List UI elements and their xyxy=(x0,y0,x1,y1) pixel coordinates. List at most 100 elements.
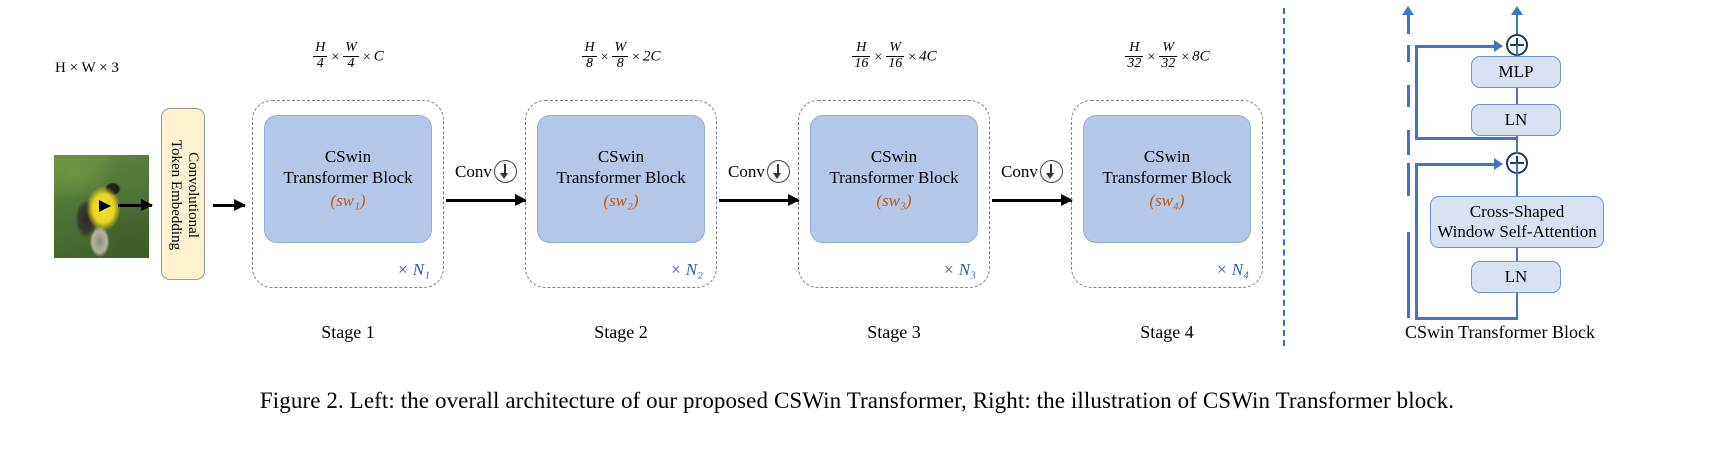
right-panel-title: CSwin Transformer Block xyxy=(1404,322,1595,342)
stage-4-sw-label: (sw₄) xyxy=(1149,191,1185,210)
stage-1-dim-h-den: 4 xyxy=(313,55,328,72)
stage-4-block-line2: Transformer Block xyxy=(1102,168,1232,187)
skip-bottom-horizontal-to-add xyxy=(1415,163,1497,166)
attention-line2: Window Self-Attention xyxy=(1437,222,1597,241)
stage-2-dim-w-num: W xyxy=(614,40,627,55)
stage-2-dim-h-num: H xyxy=(584,40,595,55)
conv-label-1: Conv xyxy=(455,161,492,181)
stage-4-dim-h-den: 32 xyxy=(1125,55,1144,71)
skip-top-arrow-icon xyxy=(1494,40,1503,52)
spine-center-ln-bottom-attention xyxy=(1515,243,1519,263)
stage-3-repeat-label: × N₃ xyxy=(943,260,976,279)
stage-3-cswin-block: CSwin Transformer Block (sw₃) xyxy=(810,115,978,243)
stage-1-block-line1: CSwin xyxy=(324,147,372,166)
stage-4-container: CSwin Transformer Block (sw₄) × N₄ xyxy=(1071,100,1263,288)
downsample-arrow-icon xyxy=(493,160,517,183)
skip-bottom-foot-horizontal xyxy=(1415,317,1517,320)
spine-center-ln-mlp xyxy=(1515,86,1519,108)
spine-mlp-to-add-top xyxy=(1407,45,1410,62)
stage-1-dim-h-num: H xyxy=(315,40,326,55)
stage-1-dim-channels: C xyxy=(373,48,384,65)
stage-1-sw-label: (sw₁) xyxy=(330,191,366,210)
stage-4-cswin-block: CSwin Transformer Block (sw₄) xyxy=(1083,115,1251,243)
input-dim-label: H × W × 3 xyxy=(55,60,119,76)
ln-bottom-box: LN xyxy=(1471,261,1561,293)
downsample-arrow-icon xyxy=(1039,160,1063,183)
stage-3-name: Stage 3 xyxy=(867,322,921,342)
stage-2-dim-channels: 2C xyxy=(643,48,661,65)
stage-1-dim-w-den: 4 xyxy=(343,55,359,72)
stage-3-dim-h-den: 16 xyxy=(852,55,871,71)
spine-center-mlp-add xyxy=(1515,45,1519,62)
arrow-stage1-to-stage2 xyxy=(446,194,527,206)
stage-3-dim-w-num: W xyxy=(889,40,902,55)
spine-center-add-to-ln-top xyxy=(1515,130,1519,154)
stage-3-block-line2: Transformer Block xyxy=(829,168,959,187)
stage-2-repeat-label: × N₂ xyxy=(670,260,703,279)
skip-top-horizontal-to-add xyxy=(1415,45,1497,48)
stage-4-dim-h-num: H xyxy=(1129,40,1140,55)
stage-3-dim-channels: 4C xyxy=(919,48,937,65)
stage-4-dim-w-den: 32 xyxy=(1159,55,1178,71)
stage-1-repeat-label: × N₁ xyxy=(397,260,430,279)
conv-label-2: Conv xyxy=(728,161,765,181)
panel-divider xyxy=(1283,8,1285,346)
spine-attention-to-add xyxy=(1407,163,1410,196)
skip-bottom-arrow-icon xyxy=(1494,158,1503,170)
skip-top-foot-horizontal xyxy=(1415,137,1517,140)
stage-1-dim-w-num: W xyxy=(345,40,357,55)
mlp-label: MLP xyxy=(1498,62,1534,81)
stage-3-block-line1: CSwin xyxy=(870,147,918,166)
token-embedding-line2: Token Embedding xyxy=(168,139,184,251)
spine-ln-to-attention xyxy=(1407,232,1410,254)
output-arrow-icon xyxy=(1402,6,1414,15)
conv-connector-3: Conv xyxy=(1001,160,1063,183)
arrow-stage3-to-stage4 xyxy=(992,194,1073,206)
token-embedding-line1: Convolutional xyxy=(185,152,201,238)
stage-1-cswin-block: CSwin Transformer Block (sw₁) xyxy=(264,115,432,243)
spine-center-output xyxy=(1515,14,1519,34)
stage-2-sw-label: (sw₂) xyxy=(603,191,639,210)
ln-top-box: LN xyxy=(1471,104,1561,136)
ln-bottom-label: LN xyxy=(1504,267,1528,286)
stage-1-block-line2: Transformer Block xyxy=(283,168,413,187)
attention-line1: Cross-Shaped xyxy=(1469,202,1565,221)
stage-4-name: Stage 4 xyxy=(1140,322,1194,342)
spine-add-to-ln-top xyxy=(1407,130,1410,155)
conv-label-3: Conv xyxy=(1001,161,1038,181)
stage-1-name: Stage 1 xyxy=(321,322,375,342)
block-output-arrow-icon xyxy=(1511,6,1523,15)
spine-center-ln-bottom-down xyxy=(1515,292,1519,320)
stage-2-block-line2: Transformer Block xyxy=(556,168,686,187)
ln-top-label: LN xyxy=(1504,110,1528,129)
stage-2-name: Stage 2 xyxy=(594,322,648,342)
mlp-box: MLP xyxy=(1471,56,1561,88)
spine-bottom-segment xyxy=(1407,250,1410,318)
stage-4-dim-w-num: W xyxy=(1162,40,1175,55)
stage-4-dim-channels: 8C xyxy=(1192,48,1210,65)
stage-3-dim-h-num: H xyxy=(856,40,867,55)
token-embedding-label: Convolutional Token Embedding xyxy=(162,109,206,281)
stage-3-sw-label: (sw₃) xyxy=(876,191,912,210)
stage-2-dim-h-den: 8 xyxy=(582,55,597,72)
skip-bottom-left-vertical xyxy=(1415,163,1418,318)
cross-shaped-window-self-attention-box: Cross-Shaped Window Self-Attention xyxy=(1430,196,1604,248)
convolutional-token-embedding-block: Convolutional Token Embedding xyxy=(161,108,205,280)
conv-connector-2: Conv xyxy=(728,160,790,183)
arrow-stage2-to-stage3 xyxy=(719,194,800,206)
downsample-arrow-icon xyxy=(766,160,790,183)
spine-output-segment xyxy=(1407,14,1410,34)
stage-2-block-line1: CSwin xyxy=(597,147,645,166)
arrow-image-to-embedding xyxy=(118,199,153,211)
stage-2-container: CSwin Transformer Block (sw₂) × N₂ xyxy=(525,100,717,288)
figure-caption: Figure 2. Left: the overall architecture… xyxy=(259,388,1455,413)
spine-center-bottom-join xyxy=(1515,163,1519,197)
stage-2-cswin-block: CSwin Transformer Block (sw₂) xyxy=(537,115,705,243)
stage-4-block-line1: CSwin xyxy=(1143,147,1191,166)
stage-4-repeat-label: × N₄ xyxy=(1216,260,1249,279)
